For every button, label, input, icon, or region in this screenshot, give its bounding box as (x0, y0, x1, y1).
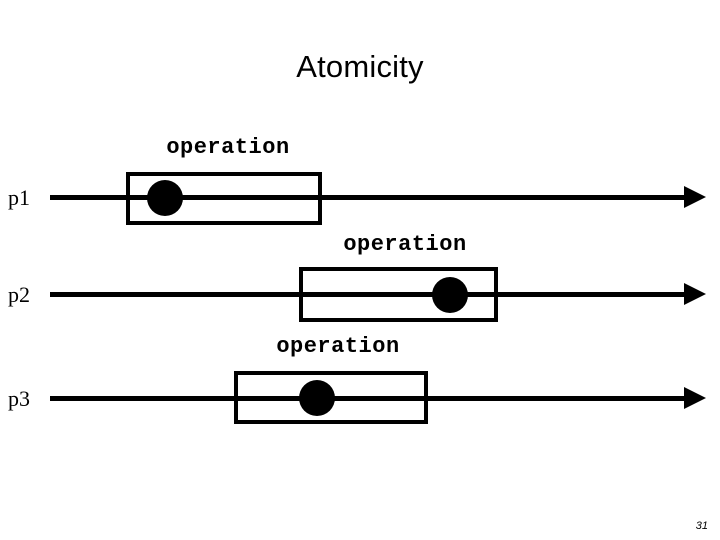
process-label-p1: p1 (8, 185, 30, 210)
operation-interval-box-p2 (299, 267, 498, 322)
timeline-arrowhead-p3 (684, 387, 706, 409)
timeline-arrowhead-p1 (684, 186, 706, 208)
operation-interval-box-p1 (126, 172, 322, 225)
page-number: 31 (695, 520, 708, 532)
timeline-shaft-p3 (50, 396, 684, 401)
process-label-p3: p3 (8, 386, 30, 411)
page-title: Atomicity (296, 49, 424, 84)
operation-caption-p2: operation (343, 232, 467, 257)
operation-caption-p1: operation (166, 135, 290, 160)
linearization-point-p1 (147, 180, 183, 216)
timeline-arrowhead-p2 (684, 283, 706, 305)
operation-caption-p3: operation (276, 334, 400, 359)
operation-interval-box-p3 (234, 371, 428, 424)
linearization-point-p3 (299, 380, 335, 416)
linearization-point-p2 (432, 277, 468, 313)
timeline-shaft-p2 (50, 292, 684, 297)
timeline-shaft-p1 (50, 195, 684, 200)
process-label-p2: p2 (8, 282, 30, 307)
